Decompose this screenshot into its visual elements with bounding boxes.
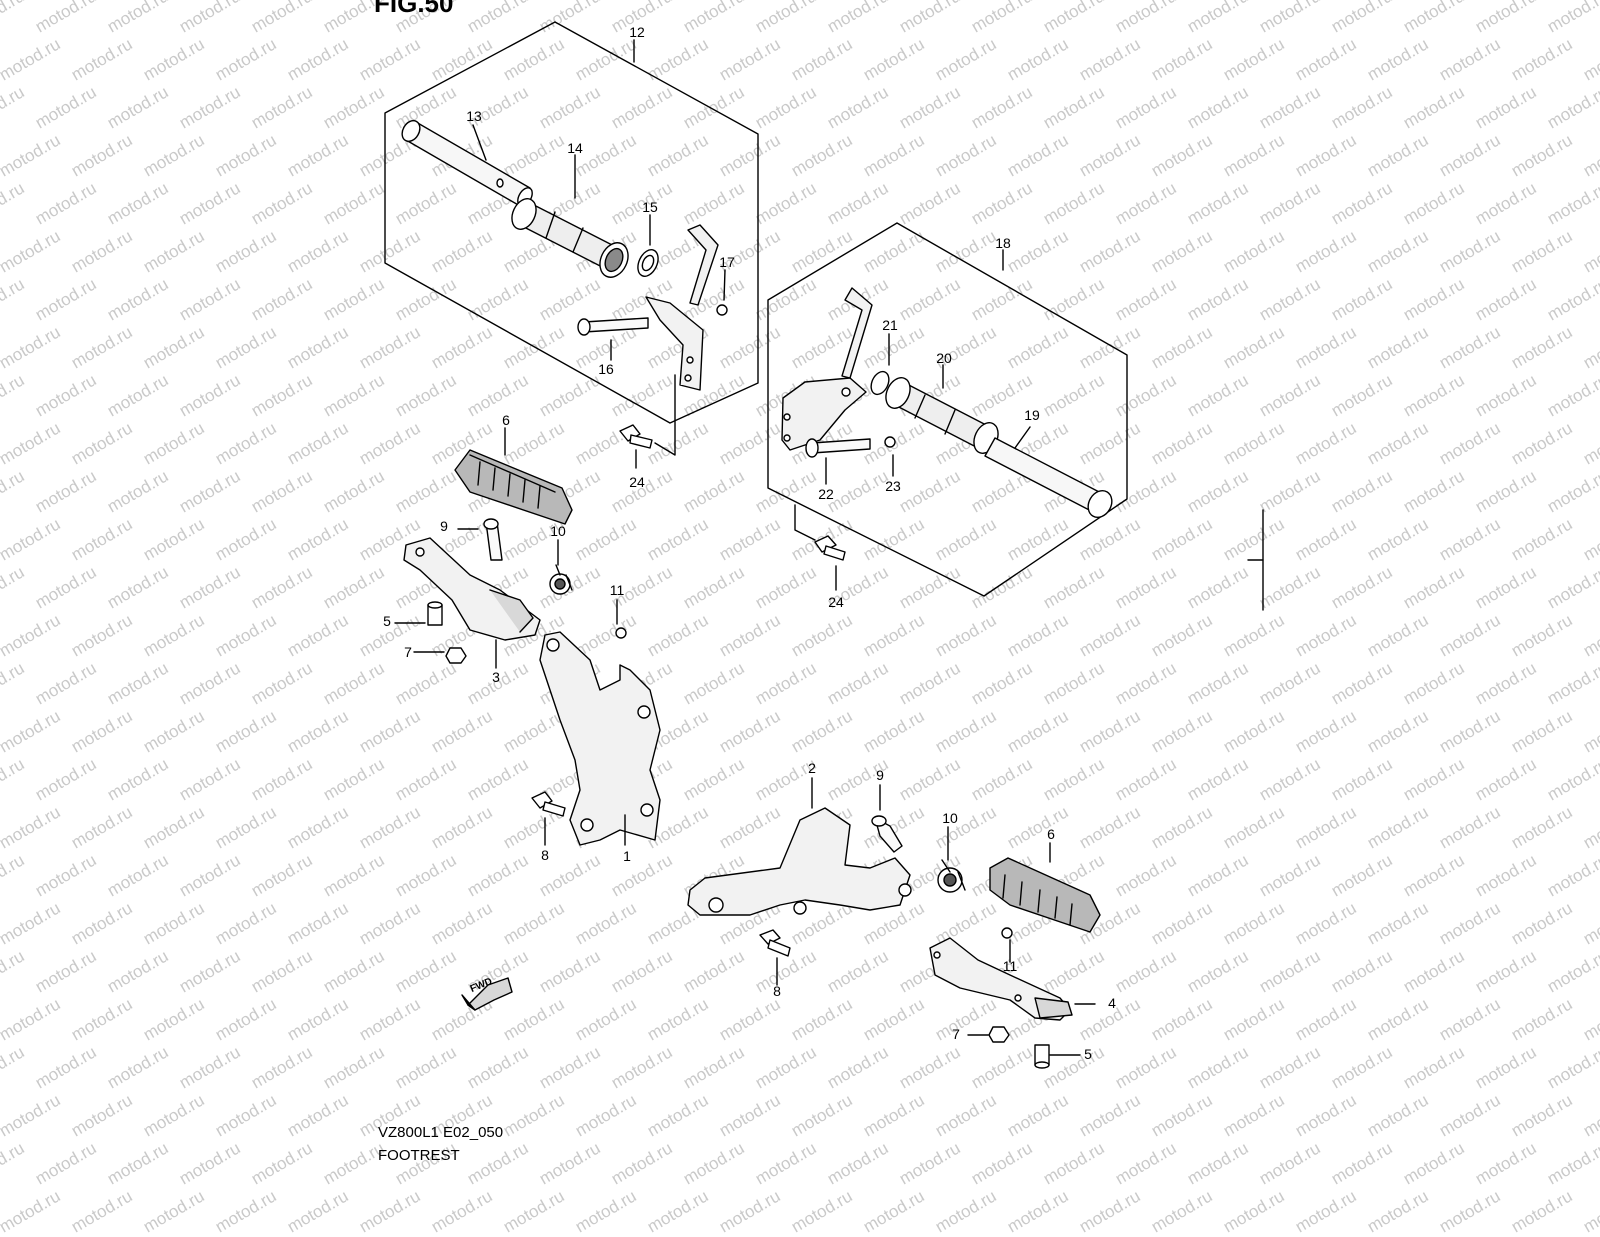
pin-9-right: [871, 815, 903, 853]
clevis-pin-22: [805, 438, 871, 458]
fwd-arrow-icon: [461, 977, 513, 1011]
footrest-plate-1: [539, 631, 661, 846]
assembly-outline-18: [767, 222, 1128, 597]
bolt-5-right: [1034, 1044, 1050, 1069]
callout-label: 10: [550, 523, 566, 539]
callout-label: 8: [773, 983, 781, 999]
pivot-pin-19: [984, 437, 1113, 519]
nut-7-right: [988, 1026, 1010, 1043]
washer-21: [870, 370, 890, 396]
assembly-outline-12: [384, 21, 759, 424]
callout-label: 16: [598, 361, 614, 377]
footrest-rubber-6-right: [989, 857, 1101, 933]
bolt-5-left: [427, 601, 443, 626]
callout-label: 20: [936, 350, 952, 366]
callout-label: 18: [995, 235, 1011, 251]
model-code: VZ800L1 E02_050: [378, 1124, 504, 1141]
pin-9-left: [483, 518, 503, 561]
callout-label: 7: [952, 1026, 960, 1042]
callout-label: 7: [404, 644, 412, 660]
callout-label: 19: [1024, 407, 1040, 423]
footrest-rubber-20: [885, 377, 999, 454]
callout-label: 4: [1108, 995, 1116, 1011]
callout-label: 17: [719, 254, 735, 270]
callout-label: 1: [623, 848, 631, 864]
callout-label: 5: [383, 613, 391, 629]
callout-label: 14: [567, 140, 583, 156]
callout-label: 15: [642, 199, 658, 215]
callout-label: 9: [876, 767, 884, 783]
return-spring-10-right: [937, 859, 966, 893]
callout-label: 8: [541, 847, 549, 863]
callout-label: 21: [882, 317, 898, 333]
clevis-pin-16: [577, 317, 649, 336]
footrest-bracket-3: [403, 537, 541, 641]
callout-label: 9: [440, 518, 448, 534]
callout-label: 6: [502, 412, 510, 428]
callout-label: 24: [629, 474, 645, 490]
return-spring-10-left: [549, 564, 573, 595]
washer-15: [637, 249, 659, 277]
figure-title: FIG.50: [374, 0, 454, 18]
pivot-pin-13: [401, 119, 533, 207]
callout-label: 11: [1002, 958, 1018, 974]
footrest-bracket-4: [929, 937, 1073, 1021]
callout-label: 12: [629, 24, 645, 40]
footrest-rubber-14: [511, 198, 629, 278]
bolt-24-upper: [619, 424, 653, 449]
callout-label: 2: [808, 760, 816, 776]
callout-label: 24: [828, 594, 844, 610]
bolt-24-lower: [814, 535, 846, 561]
footrest-plate-2: [687, 807, 912, 916]
callout-label: 10: [942, 810, 958, 826]
callout-label: 22: [818, 486, 834, 502]
footrest-bracket-12: [645, 224, 719, 391]
callout-label: 13: [466, 108, 482, 124]
nut-7-left: [445, 647, 467, 664]
callout-label: 11: [609, 582, 625, 598]
callout-label: 6: [1047, 826, 1055, 842]
footrest-bracket-18: [781, 287, 873, 451]
bolt-8-left: [531, 791, 566, 817]
callout-label: 23: [885, 478, 901, 494]
parts-diagram: [384, 21, 1264, 1069]
footrest-rubber-6-left: [454, 449, 573, 525]
callout-label: 3: [492, 669, 500, 685]
bolt-8-right: [759, 929, 791, 957]
section-name: FOOTREST: [378, 1147, 460, 1164]
callout-label: 5: [1084, 1046, 1092, 1062]
